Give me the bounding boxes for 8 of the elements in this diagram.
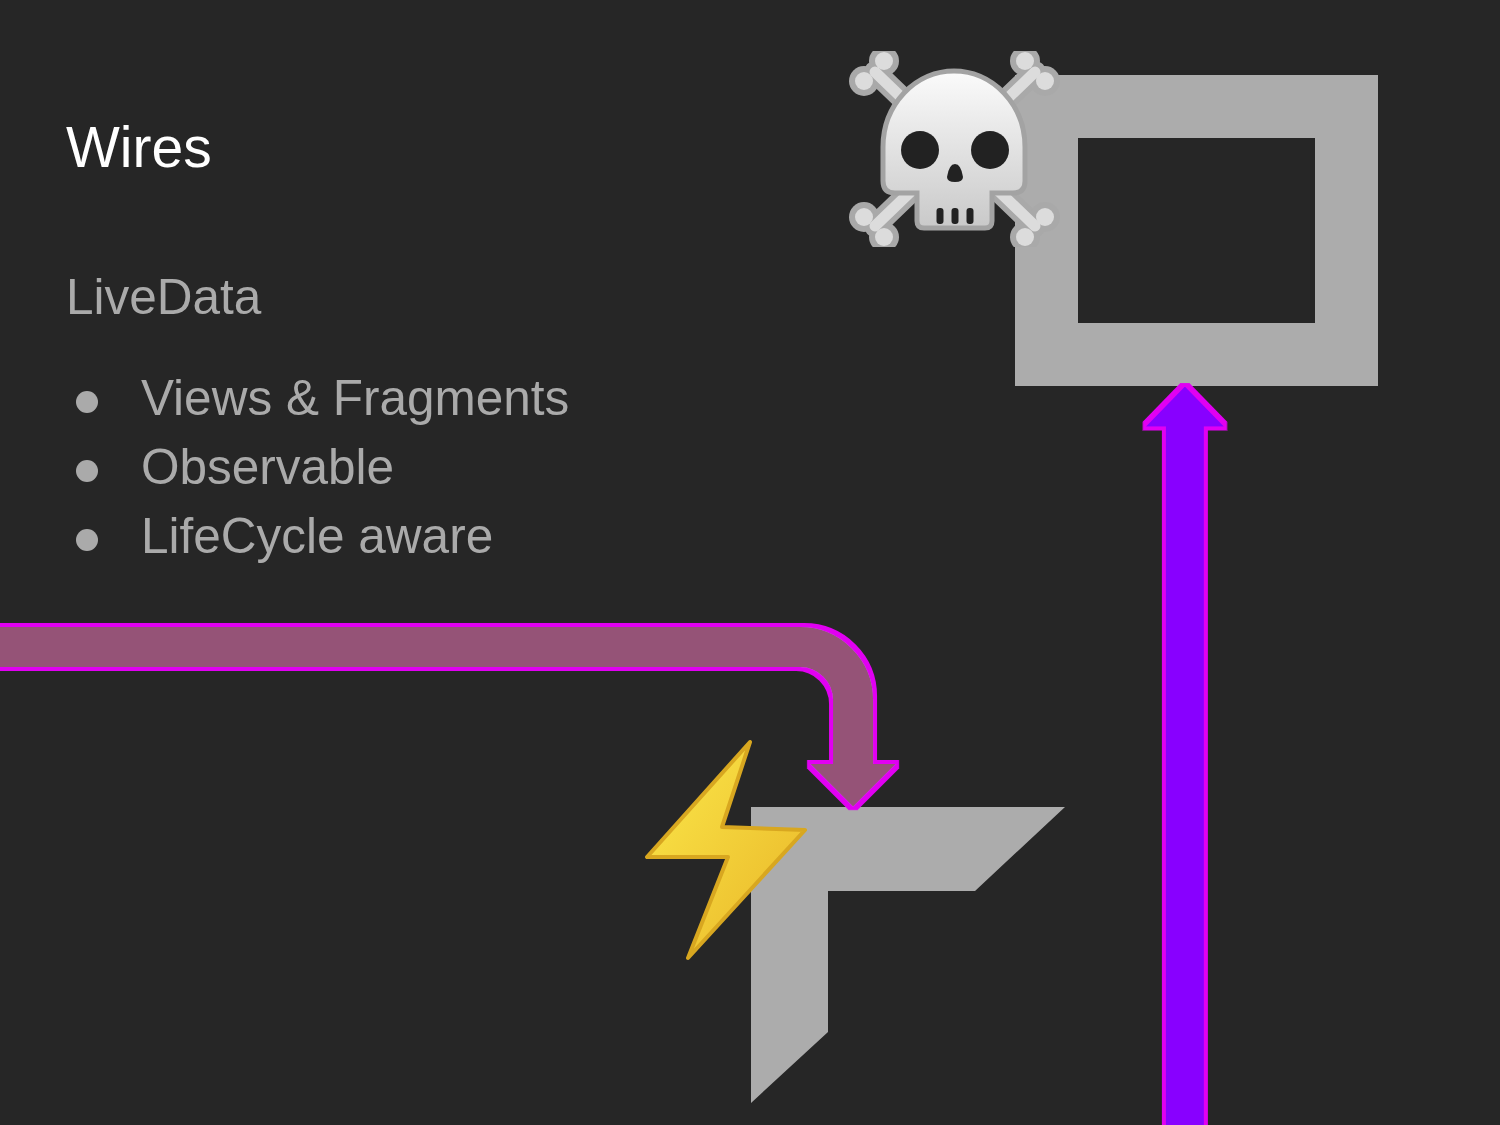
subheading: LiveData bbox=[66, 269, 262, 326]
bullet-item: Views & Fragments bbox=[141, 370, 570, 427]
bullet-item: Observable bbox=[141, 439, 395, 496]
corner-shape bbox=[751, 807, 1065, 1103]
bullet-item: LifeCycle aware bbox=[141, 508, 494, 565]
slide-title: Wires bbox=[66, 115, 212, 181]
block-arrow bbox=[1145, 386, 1224, 1125]
block-arrow bbox=[0, 627, 897, 807]
